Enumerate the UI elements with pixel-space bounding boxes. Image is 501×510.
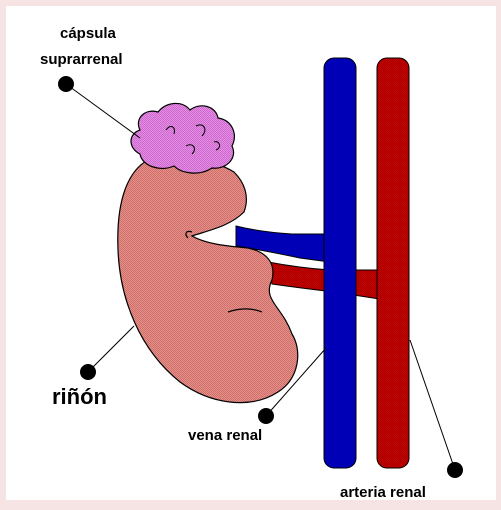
aorta-vessel: [377, 58, 409, 468]
vena-dot: [258, 408, 274, 424]
capsula-label-line1: cápsula: [60, 25, 117, 42]
arteria-dot: [447, 462, 463, 478]
vena-cava-vessel: [324, 58, 356, 468]
capsula-dot: [58, 76, 74, 92]
arteria-renal-label: arteria renal: [340, 484, 426, 501]
rinon-label: riñón: [52, 384, 107, 409]
rinon-dot: [80, 364, 96, 380]
capsula-label-line2: suprarrenal: [40, 51, 123, 68]
vena-renal-label: vena renal: [188, 427, 262, 444]
